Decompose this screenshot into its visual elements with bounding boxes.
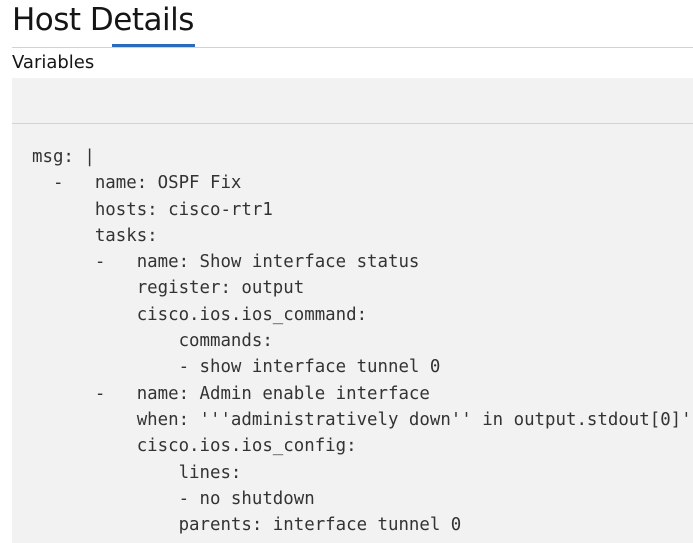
code-line: tasks: (32, 225, 158, 246)
code-line: cisco.ios.ios_config: (32, 436, 357, 457)
code-line: register: output (32, 278, 305, 299)
code-line: - name: Admin enable interface (32, 383, 430, 404)
code-line: cisco.ios.ios_command: (32, 304, 368, 325)
code-line: parents: interface tunnel 0 (32, 515, 462, 536)
code-viewer-toolbar (12, 78, 693, 124)
code-line: lines: (32, 462, 242, 483)
page-title: Host Details (12, 2, 194, 38)
code-line: commands: (32, 331, 273, 352)
code-line: hosts: cisco-rtr1 (32, 199, 273, 220)
code-line: - name: Show interface status (32, 252, 420, 273)
variables-code-viewer[interactable]: msg: | - name: OSPF Fix hosts: cisco-rtr… (12, 78, 693, 543)
code-content[interactable]: msg: | - name: OSPF Fix hosts: cisco-rtr… (32, 144, 692, 538)
code-line: - show interface tunnel 0 (32, 357, 441, 378)
code-line: when: '''administratively down'' in outp… (32, 409, 692, 430)
variables-label: Variables (12, 52, 95, 73)
code-line: msg: | (32, 147, 95, 167)
tab-divider (12, 47, 693, 48)
code-line: - name: OSPF Fix (32, 173, 242, 194)
active-tab-indicator (112, 44, 195, 47)
code-line: - no shutdown (32, 488, 315, 509)
